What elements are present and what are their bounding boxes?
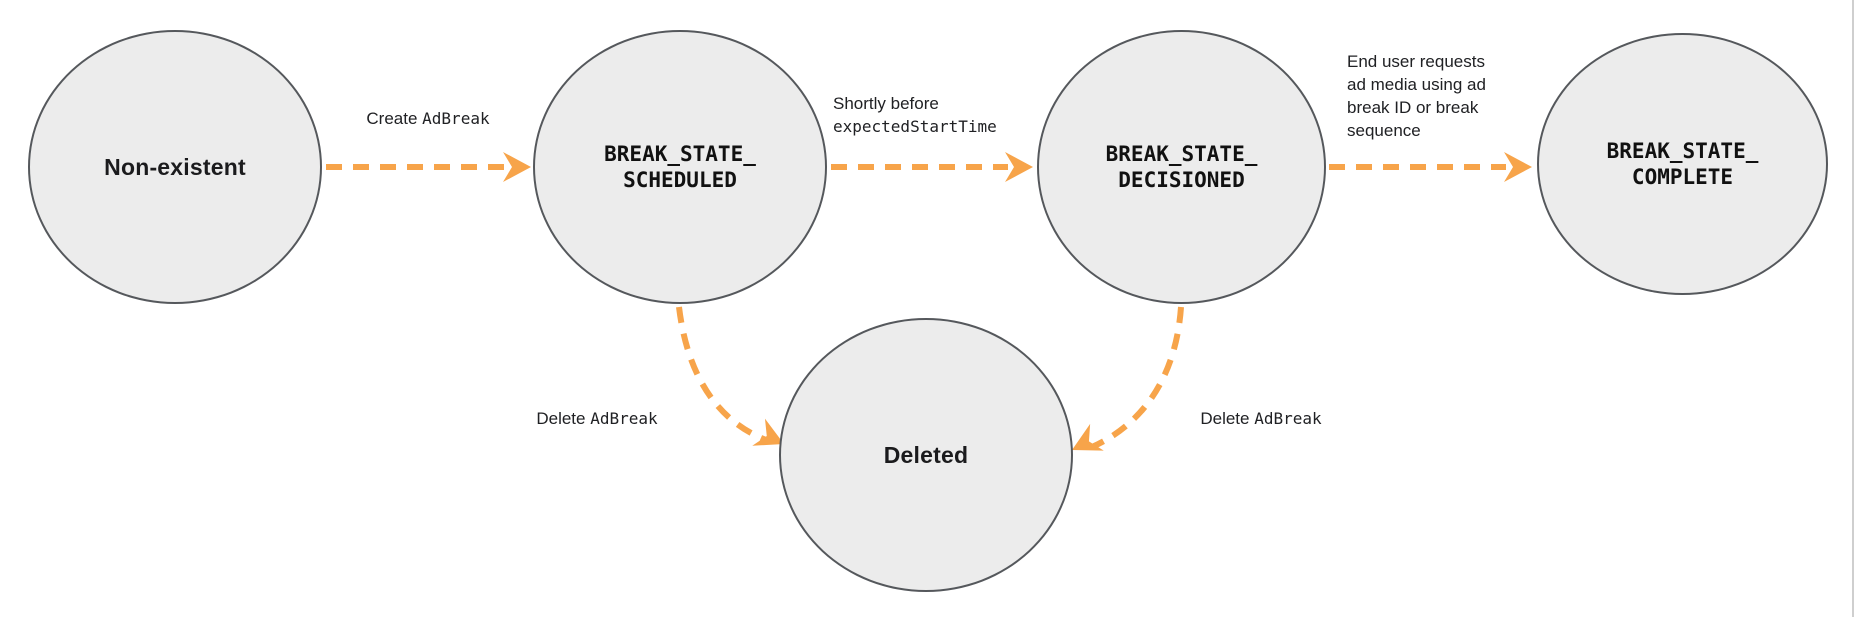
state-label: BREAK_STATE_ COMPLETE (1606, 139, 1759, 189)
edge-label-delete-adbreak-right: Delete AdBreak (1200, 409, 1322, 428)
page-edge-divider (1852, 0, 1854, 617)
arrowhead-end-user (1504, 152, 1532, 182)
arrowhead-create-adbreak (503, 152, 531, 182)
state-node-non-existent: Non-existent (28, 30, 322, 304)
edge-label-create-adbreak: Create AdBreak (366, 109, 490, 128)
arrowhead-delete-left (752, 418, 784, 446)
state-node-break-state-complete: BREAK_STATE_ COMPLETE (1537, 33, 1828, 295)
arrow-delete-right-curve (1090, 306, 1184, 450)
state-label: BREAK_STATE_ DECISIONED (1105, 142, 1258, 192)
state-node-break-state-decisioned: BREAK_STATE_ DECISIONED (1037, 30, 1326, 304)
edge-label-end-user-requests: End user requests ad media using ad brea… (1347, 52, 1486, 140)
state-label: BREAK_STATE_ SCHEDULED (604, 142, 756, 192)
arrowhead-shortly-before (1005, 152, 1033, 182)
arrowhead-delete-right (1072, 423, 1104, 451)
edge-label-delete-adbreak-left: Delete AdBreak (536, 409, 658, 428)
edge-label-shortly-before: Shortly before expectedStartTime (833, 94, 997, 136)
arrow-delete-left-curve (676, 306, 768, 443)
state-label: Deleted (883, 441, 969, 468)
state-node-deleted: Deleted (779, 318, 1073, 592)
state-label: Non-existent (104, 153, 246, 180)
state-node-break-state-scheduled: BREAK_STATE_ SCHEDULED (533, 30, 827, 304)
